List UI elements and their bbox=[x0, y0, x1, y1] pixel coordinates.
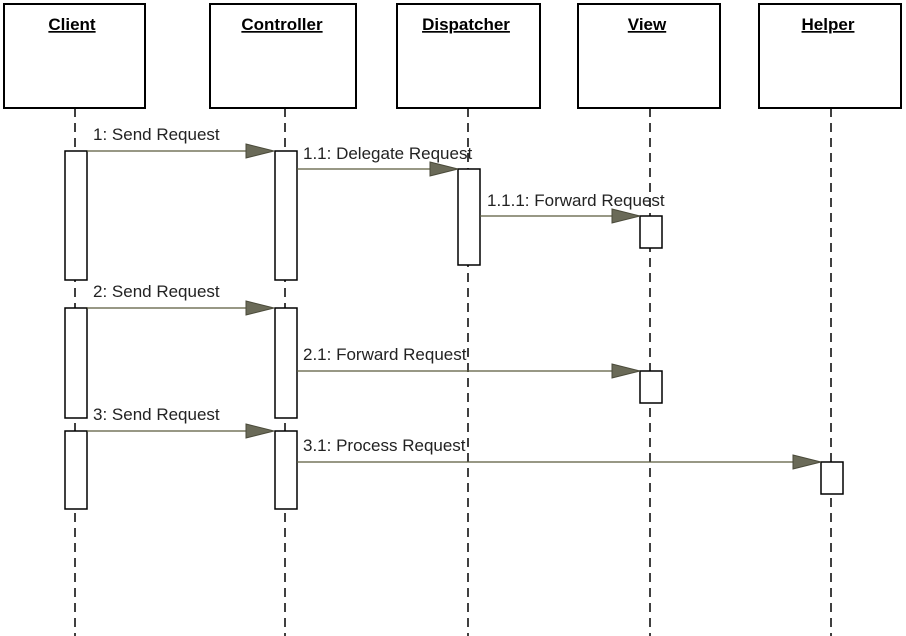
activation-helper-1 bbox=[820, 461, 844, 495]
message-label: 3: Send Request bbox=[93, 405, 220, 424]
object-controller: Controller bbox=[209, 3, 357, 109]
object-label-controller: Controller bbox=[241, 15, 323, 34]
message-3-1: 3.1: Process Request bbox=[297, 436, 822, 470]
object-client: Client bbox=[3, 3, 146, 109]
activation-controller-3 bbox=[274, 430, 298, 510]
object-view: View bbox=[577, 3, 721, 109]
message-1: 1: Send Request bbox=[87, 125, 275, 159]
message-3: 3: Send Request bbox=[87, 405, 275, 439]
arrow-head-icon bbox=[245, 423, 275, 439]
arrow-head-icon bbox=[245, 143, 275, 159]
activation-client-2 bbox=[64, 307, 88, 419]
message-label: 1: Send Request bbox=[93, 125, 220, 144]
message-1-1: 1.1: Delegate Request bbox=[297, 144, 472, 177]
activation-controller-2 bbox=[274, 307, 298, 419]
message-2: 2: Send Request bbox=[87, 282, 275, 316]
arrow-head-icon bbox=[611, 363, 641, 379]
message-label: 1.1.1: Forward Request bbox=[487, 191, 665, 210]
message-label: 3.1: Process Request bbox=[303, 436, 466, 455]
message-label: 1.1: Delegate Request bbox=[303, 144, 472, 163]
object-helper: Helper bbox=[758, 3, 902, 109]
arrow-head-icon bbox=[429, 161, 459, 177]
arrow-head-icon bbox=[611, 208, 641, 224]
arrow-head-icon bbox=[792, 454, 822, 470]
activation-controller-1 bbox=[274, 150, 298, 281]
activation-client-1 bbox=[64, 150, 88, 281]
activation-view-2 bbox=[639, 370, 663, 404]
activation-dispatcher-1 bbox=[457, 168, 481, 266]
activation-client-3 bbox=[64, 430, 88, 510]
object-label-dispatcher: Dispatcher bbox=[422, 15, 510, 34]
message-2-1: 2.1: Forward Request bbox=[297, 345, 641, 379]
object-label-helper: Helper bbox=[802, 15, 855, 34]
object-dispatcher: Dispatcher bbox=[396, 3, 541, 109]
activation-view-1 bbox=[639, 215, 663, 249]
message-label: 2.1: Forward Request bbox=[303, 345, 467, 364]
message-label: 2: Send Request bbox=[93, 282, 220, 301]
object-label-client: Client bbox=[48, 15, 96, 34]
object-label-view: View bbox=[628, 15, 667, 34]
arrow-head-icon bbox=[245, 300, 275, 316]
message-1-1-1: 1.1.1: Forward Request bbox=[480, 191, 665, 224]
